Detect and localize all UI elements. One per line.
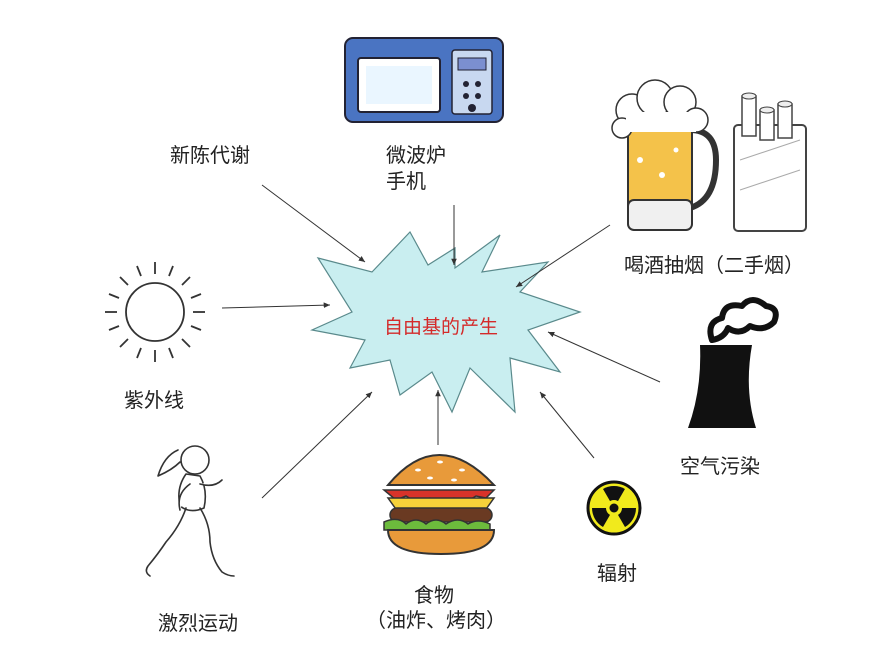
label-microwave: 微波炉 [386,143,446,167]
center-label: 自由基的产生 [384,316,499,338]
radiation-icon [586,480,642,536]
label-uv: 紫外线 [124,388,184,412]
label-metabolism: 新陈代谢 [170,143,250,167]
label-exercise: 激烈运动 [158,611,238,635]
label-drinking-smoking: 喝酒抽烟（二手烟） [624,253,804,277]
label-air-pollution: 空气污染 [680,454,760,478]
label-radiation: 辐射 [597,561,637,585]
arrow-metabolism [261,184,366,263]
cigarettes-icon [733,92,807,232]
arrow-radiation [539,391,595,459]
sun-icon [105,262,205,362]
burger-icon [381,454,497,556]
label-food: 食物 [414,583,454,607]
runner-icon [145,445,235,577]
arrow-air [547,331,661,383]
arrow-exercise [261,391,373,499]
factory-chimney-icon [688,297,779,428]
arrow-drinking [515,224,611,288]
beer-icon [611,79,720,231]
arrow-uv [221,302,331,309]
label-phone: 手机 [386,169,426,193]
label-food-detail: （油炸、烤肉） [366,608,506,632]
microwave-icon [344,37,504,123]
center-burst [310,230,582,414]
